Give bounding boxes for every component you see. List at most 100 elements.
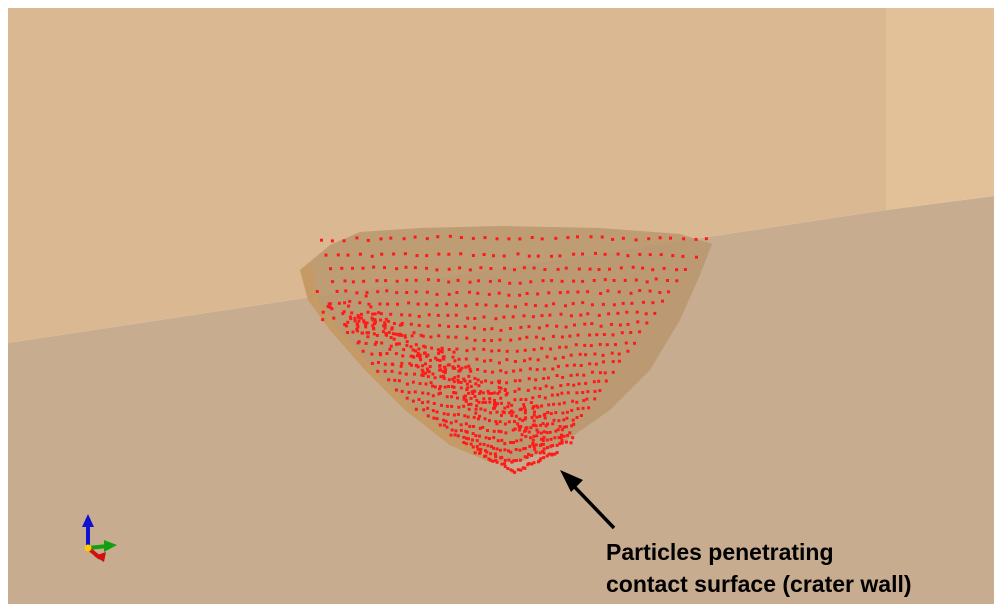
particle: [397, 333, 401, 337]
particle: [531, 441, 535, 445]
particle: [362, 279, 366, 283]
particle: [321, 310, 325, 314]
particle: [565, 410, 569, 414]
particle: [468, 268, 472, 272]
particle: [441, 374, 445, 378]
particle: [659, 253, 663, 257]
particle: [342, 239, 346, 243]
particle: [329, 267, 332, 271]
particle: [532, 461, 536, 465]
particle: [468, 290, 471, 294]
particle: [390, 326, 394, 330]
particle: [484, 454, 488, 458]
particle: [320, 238, 323, 242]
particle: [503, 462, 507, 466]
particle: [450, 428, 454, 432]
particle: [559, 312, 563, 316]
particle: [555, 374, 559, 377]
particle: [598, 342, 602, 346]
particle: [642, 300, 645, 304]
particle: [447, 325, 451, 328]
particle: [471, 254, 475, 257]
particle: [453, 366, 457, 370]
particle: [618, 323, 622, 327]
particle: [558, 442, 562, 446]
particle: [682, 237, 686, 241]
particle: [571, 302, 575, 306]
particle: [446, 313, 450, 317]
particle: [464, 304, 468, 308]
particle: [355, 327, 359, 331]
particle: [330, 239, 334, 243]
particle: [576, 407, 580, 411]
particle: [402, 237, 406, 241]
particle: [398, 371, 402, 375]
particle: [645, 321, 649, 325]
particle: [492, 429, 496, 433]
particle: [506, 467, 510, 470]
particle: [566, 391, 570, 395]
particle: [497, 361, 501, 365]
particle: [347, 304, 351, 308]
particle: [507, 237, 511, 241]
particle: [483, 327, 486, 331]
particle: [463, 379, 467, 383]
particle: [544, 384, 548, 388]
particle: [477, 400, 481, 404]
particle: [387, 378, 391, 382]
particle: [359, 312, 363, 316]
particle: [562, 418, 566, 422]
particle: [429, 335, 433, 339]
particle: [626, 254, 630, 258]
particle: [476, 291, 480, 295]
particle: [341, 312, 345, 316]
particle: [426, 353, 430, 357]
particle: [400, 389, 404, 393]
particle: [445, 395, 449, 399]
particle: [529, 280, 533, 284]
particle: [421, 334, 425, 338]
particle: [478, 426, 482, 430]
particle: [546, 422, 549, 426]
particle: [560, 438, 564, 442]
particle: [405, 396, 409, 400]
particle: [562, 425, 566, 429]
particle: [355, 291, 359, 295]
particle: [452, 380, 456, 384]
particle: [365, 331, 369, 335]
particle: [473, 326, 476, 330]
particle: [561, 375, 565, 379]
particle: [401, 354, 405, 358]
particle: [594, 362, 598, 366]
particle: [440, 403, 443, 407]
particle: [542, 413, 546, 417]
particle: [451, 365, 455, 369]
particle: [500, 401, 503, 405]
particle: [431, 384, 434, 388]
particle: [619, 266, 623, 270]
particle: [638, 252, 642, 256]
particle: [527, 462, 531, 465]
particle: [626, 322, 630, 326]
particle: [457, 405, 461, 409]
particle: [667, 290, 670, 294]
particle: [608, 267, 611, 271]
particle: [517, 425, 521, 429]
particle: [611, 333, 615, 337]
particle: [695, 255, 698, 259]
particle: [342, 310, 346, 314]
particle: [395, 291, 399, 295]
particle: [555, 324, 559, 328]
particle: [514, 414, 518, 418]
particle: [556, 364, 560, 368]
particle: [465, 382, 469, 386]
particle: [532, 266, 536, 270]
particle: [383, 323, 387, 327]
particle: [410, 334, 414, 338]
particle: [510, 403, 514, 407]
particle: [377, 361, 380, 364]
particle: [498, 279, 501, 283]
particle: [348, 299, 352, 303]
particle: [523, 455, 527, 459]
